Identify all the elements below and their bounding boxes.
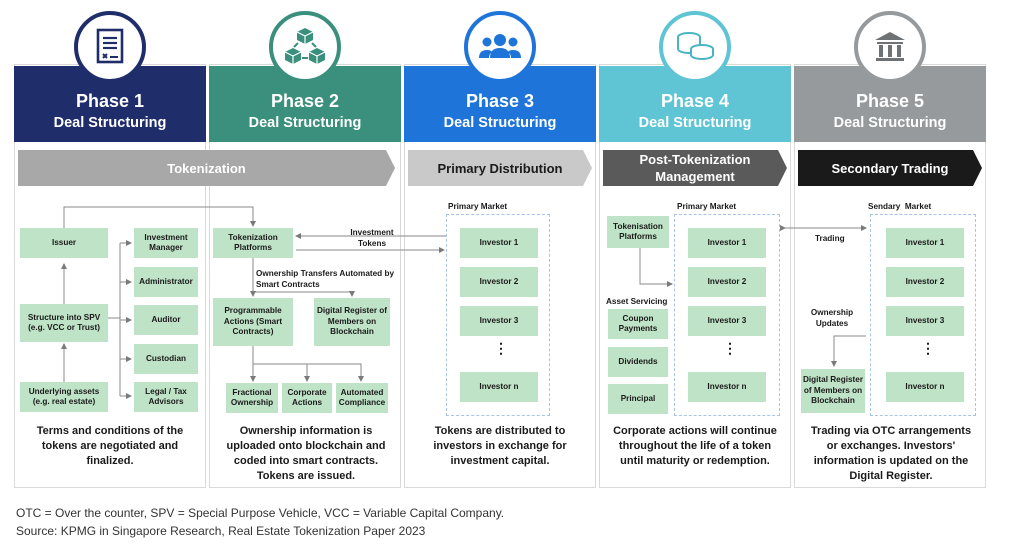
phase1-title: Phase 1 <box>75 91 145 111</box>
ownership-transfers-label: Ownership Transfers Automated by Smart C… <box>256 269 395 289</box>
role-administrator: Administrator <box>134 267 198 297</box>
phase2-subtitle: Deal Structuring <box>248 115 362 131</box>
phase3-description: Tokens are distributed to investors in e… <box>433 425 567 467</box>
post-tokenization-label: Post-Tokenization Management <box>639 152 751 184</box>
phase4-ellipsis: ⋮ <box>723 340 737 356</box>
investment-tokens-label: Investment Tokens <box>350 228 394 248</box>
primary-distribution-label: Primary Distribution <box>437 160 563 176</box>
digital-register-box: Digital Register of Members on Blockchai… <box>314 298 390 346</box>
phase3-market-label: Primary Market <box>448 202 508 211</box>
ownership-updates-label: Ownership Updates <box>810 308 854 328</box>
bank-building-icon <box>875 32 905 61</box>
phase2-icon-circle <box>269 11 341 83</box>
phase5-subtitle: Deal Structuring <box>833 115 947 131</box>
asset-servicing-label: Asset Servicing <box>606 297 668 306</box>
network-cubes-icon <box>284 28 326 64</box>
underlying-assets-box: Underlying assets (e.g. real estate) <box>20 382 108 412</box>
issuer-box: Issuer <box>20 228 108 258</box>
phase5-investor-1: Investor 1 <box>886 228 964 258</box>
tokenization-banner-label: Tokenization <box>167 160 246 176</box>
phase4-subtitle: Deal Structuring <box>638 115 752 131</box>
corporate-actions-box: Corporate Actions <box>282 383 332 413</box>
phase3-title: Phase 3 <box>465 91 535 111</box>
phase2-title: Phase 2 <box>270 91 340 111</box>
phase5-digital-register-box: Digital Register of Members on Blockchai… <box>801 369 865 413</box>
secondary-trading-banner: Secondary Trading <box>798 150 982 186</box>
role-auditor: Auditor <box>134 305 198 335</box>
phase3-investor-1: Investor 1 <box>460 228 538 258</box>
coins-icon <box>677 32 714 60</box>
phase5-icon-circle <box>854 11 926 83</box>
phase4-market-frame <box>674 214 780 416</box>
phase5-ellipsis: ⋮ <box>921 340 935 356</box>
tokenisation-platforms-box: Tokenisation Platforms <box>607 216 669 248</box>
principal-box: Principal <box>608 384 668 414</box>
automated-compliance-box: Automated Compliance <box>336 383 388 413</box>
phase3-market-frame <box>446 214 550 416</box>
phase4-investor-1: Investor 1 <box>688 228 766 258</box>
spv-box: Structure into SPV (e.g. VCC or Trust) <box>20 304 108 342</box>
secondary-trading-label: Secondary Trading <box>831 160 949 176</box>
phase1-description: Terms and conditions of the tokens are n… <box>36 425 184 467</box>
role-legal-tax-advisors: Legal / Tax Advisors <box>134 382 198 412</box>
fractional-ownership-box: Fractional Ownership <box>226 383 278 413</box>
footnote-abbreviations: OTC = Over the counter, SPV = Special Pu… <box>16 506 505 520</box>
programmable-actions-box: Programmable Actions (Smart Contracts) <box>213 298 293 346</box>
dividends-box: Dividends <box>608 347 668 377</box>
phase4-investor-n: Investor n <box>688 372 766 402</box>
phase3-icon-circle <box>464 11 536 83</box>
phase4-title: Phase 4 <box>660 91 730 111</box>
trading-label: Trading <box>815 234 845 243</box>
phase5-investor-n: Investor n <box>886 372 964 402</box>
phase4-description: Corporate actions will continue througho… <box>613 425 777 467</box>
coupon-payments-box: Coupon Payments <box>608 309 668 339</box>
phase3-investor-n: Investor n <box>460 372 538 402</box>
post-tokenization-banner: Post-Tokenization Management <box>603 150 787 186</box>
phase4-header: Phase 4 Deal Structuring <box>599 66 791 142</box>
role-custodian: Custodian <box>134 344 198 374</box>
phase4-market-label: Primary Market <box>677 202 737 211</box>
people-group-icon <box>479 34 521 58</box>
phase1-icon-circle <box>74 11 146 83</box>
phase1-subtitle: Deal Structuring <box>53 115 167 131</box>
primary-distribution-banner: Primary Distribution <box>408 150 592 186</box>
phase3-ellipsis: ⋮ <box>494 340 508 356</box>
phase5-investor-3: Investor 3 <box>886 306 964 336</box>
phase4-investor-2: Investor 2 <box>688 267 766 297</box>
phase5-description: Trading via OTC arrangements or exchange… <box>810 425 972 482</box>
tokenization-platforms-box: Tokenization Platforms <box>213 228 293 258</box>
document-icon <box>96 28 124 64</box>
phase3-investor-2: Investor 2 <box>460 267 538 297</box>
footnote-source: Source: KPMG in Singapore Research, Real… <box>16 524 426 538</box>
phase5-title: Phase 5 <box>855 91 925 111</box>
phase3-investor-3: Investor 3 <box>460 306 538 336</box>
phase4-icon-circle <box>659 11 731 83</box>
role-investment-manager: Investment Manager <box>134 228 198 258</box>
phase5-market-frame <box>870 214 976 416</box>
phase3-subtitle: Deal Structuring <box>443 115 557 131</box>
phase5-investor-2: Investor 2 <box>886 267 964 297</box>
phase5-market-label: Sendary Market <box>868 202 932 211</box>
tokenization-banner: Tokenization <box>18 150 395 186</box>
phase2-description: Ownership information is uploaded onto b… <box>226 425 386 482</box>
phase4-investor-3: Investor 3 <box>688 306 766 336</box>
